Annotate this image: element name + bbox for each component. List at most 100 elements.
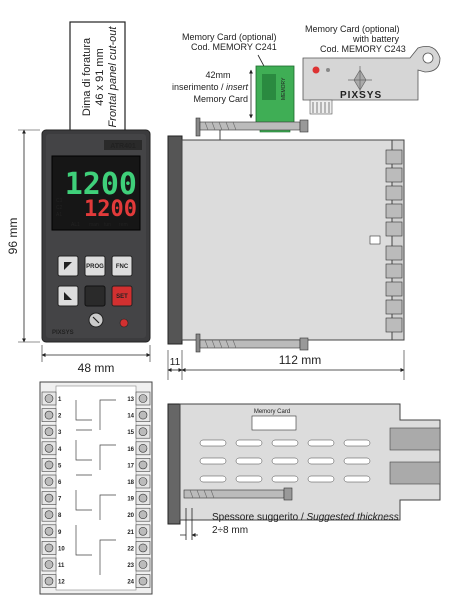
terminal-screw-icon [44,477,54,486]
led-al1: AL1 [71,222,80,228]
terminal-screw-icon [44,493,54,503]
right-terminal-number: 13 [127,397,134,403]
terminal-screw-icon [44,443,54,453]
side-terminals [385,149,403,333]
terminal-screw-icon [138,576,148,586]
terminal-screw-icon [138,493,148,503]
led-rem: rem [119,222,128,228]
terminal-screw-icon [138,427,148,437]
arrow-up-icon [64,262,72,270]
terminal-screw-icon [138,510,148,520]
blank-key [84,285,106,307]
terminal-screw-icon [44,526,54,536]
arrow-down-icon [64,292,72,300]
compass-logo-icon [348,66,372,94]
left-terminal-number: 10 [58,546,65,552]
card-brand: PIXSYS [340,90,382,101]
terminal-screw-icon [44,394,54,403]
terminal-screw-icon [44,543,54,553]
terminal-screw-icon [138,477,148,486]
right-terminal-number: 21 [127,530,134,536]
card-small-label: MEMORY [281,77,287,100]
panel-cutout: Dima di foratura 46 x 91 mm Frontal pane… [69,21,126,133]
right-terminal-number: 16 [127,447,134,453]
depth-dim-label: 112 mm [279,353,321,367]
controller-front: ATR401 1200 1200 C1 C2 A1 AL1 man tun re… [41,129,151,343]
top-screw [199,121,301,131]
side-bezel [167,135,183,345]
right-terminal-number: 19 [127,497,134,503]
led-man: man [89,222,99,228]
left-terminal-number: 12 [58,580,65,586]
terminal-screw-icon [138,443,148,453]
led-a1: A1 [56,212,62,218]
left-terminal-number: 4 [58,447,62,453]
terminal-screw-icon [138,394,148,403]
memory-card-c243: PIXSYS [302,45,441,115]
insert-line2: inserimento / insert [172,82,249,92]
left-terminal-number: 9 [58,530,62,536]
right-terminal-number: 15 [127,430,134,436]
up-button[interactable] [57,255,79,277]
memory-c243-line2: with battery [352,34,400,44]
terminal-screw-icon [44,560,54,569]
cutout-title: Dima di foratura [81,37,93,116]
set-button[interactable]: SET [111,285,133,307]
section-view: Memory Card [167,403,441,540]
left-terminal-number: 11 [58,563,65,569]
terminal-screw-icon [44,576,54,586]
left-terminal-number: 2 [58,414,62,420]
memory-c243-line3: Cod. MEMORY C243 [320,44,406,54]
memory-c243-line1: Memory Card (optional) [305,24,400,34]
card-led-icon [312,66,320,74]
left-terminal-number: 1 [58,397,62,403]
terminal-screw-icon [138,526,148,536]
memory-c241-line2: Cod. MEMORY C241 [191,42,277,52]
power-led-icon [119,318,129,328]
thickness-value: 2÷8 mm [212,525,248,536]
insert-line1: 42mm [205,70,230,80]
right-terminal-number: 18 [127,480,134,486]
left-terminal-number: 6 [58,480,62,486]
cutout-size: 46 x 91 mm [94,48,106,105]
controller-side [167,117,405,353]
left-terminal-number: 8 [58,513,62,519]
side-housing [181,139,393,341]
left-terminal-number: 3 [58,430,62,436]
right-terminal-number: 20 [127,513,134,519]
fnc-label: FNC [116,264,129,270]
right-terminal-number: 23 [127,563,134,569]
led-c1: C1 [56,198,63,204]
width-dim-label: 48 mm [78,361,115,375]
cutout-subtitle: Frontal panel cut-out [107,26,119,128]
model-label: ATR401 [110,143,136,150]
terminal-screw-icon [138,543,148,553]
section-card-slot [251,415,297,431]
terminal-screw-icon [44,510,54,520]
display-bottom-value: 1200 [84,197,137,222]
terminal-screw-icon [44,427,54,437]
right-terminal-number: 24 [127,580,134,586]
thickness-label: Spessore suggerito / Suggested thickness [212,512,399,523]
brand-label: PIXSYS [52,330,74,336]
fnc-button[interactable]: FNC [111,255,133,277]
led-tun: tun [104,222,111,228]
set-label: SET [116,294,128,300]
down-button[interactable] [57,285,79,307]
left-terminal-number: 5 [58,463,62,469]
terminal-screw-icon [138,560,148,569]
section-memory-card-label: Memory Card [254,409,290,415]
prog-button[interactable]: PROG [84,255,106,277]
display-top-value: 1200 [65,167,137,202]
clamp-screw [183,489,285,499]
prog-label: PROG [86,264,104,270]
memory-c241-line1: Memory Card (optional) [182,32,277,42]
bottom-screw [199,339,301,349]
right-terminal-number: 22 [127,546,134,552]
terminal-screw-icon [138,460,148,470]
insert-line3: Memory Card [193,94,248,104]
cutout-outline [69,21,126,133]
height-dim-label: 96 mm [6,218,20,255]
